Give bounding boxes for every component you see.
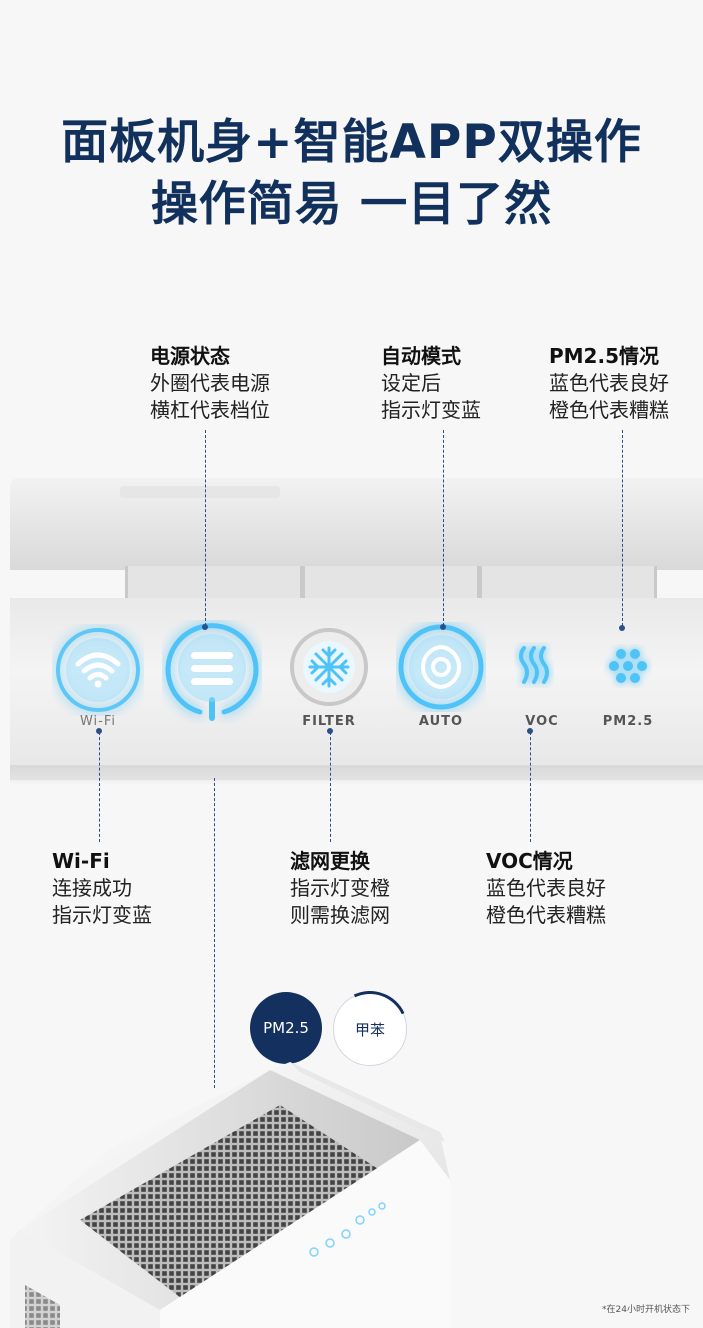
- callout-title: 自动模式: [381, 344, 461, 368]
- callout-line: 横杠代表档位: [150, 398, 270, 422]
- callout-title: PM2.5情况: [549, 344, 659, 368]
- leader-dot: [527, 728, 533, 734]
- leader-line-voc: [530, 732, 531, 842]
- headline-line-2: 操作简易 一目了然: [150, 177, 553, 232]
- panel-lip: [120, 486, 280, 498]
- leader-dot: [202, 624, 208, 630]
- leader-line-purifier: [214, 778, 215, 1088]
- callout-wifi: Wi-Fi 连接成功 指示灯变蓝: [52, 848, 152, 929]
- filter-label: FILTER: [302, 714, 356, 729]
- auto-label: AUTO: [418, 714, 464, 729]
- callout-filter-replace: 滤网更换 指示灯变橙 则需换滤网: [290, 848, 390, 929]
- footnote: *在24小时开机状态下: [602, 1305, 690, 1315]
- callout-line: 指示灯变橙: [290, 876, 390, 900]
- filter-icon[interactable]: [288, 626, 370, 708]
- callout-line: 蓝色代表良好: [486, 876, 606, 900]
- wifi-label: Wi-Fi: [79, 714, 117, 729]
- pm25-label: PM2.5: [602, 714, 654, 729]
- callout-line: 外圈代表电源: [150, 371, 270, 395]
- air-purifier-illustration: [10, 1062, 450, 1328]
- callout-line: 设定后: [381, 371, 441, 395]
- leader-line-wifi: [99, 732, 100, 842]
- callout-title: 电源状态: [150, 344, 230, 368]
- leader-line-filter: [330, 732, 331, 842]
- callout-line: 连接成功: [52, 876, 132, 900]
- leader-dot: [327, 728, 333, 734]
- leader-dot: [96, 728, 102, 734]
- panel-slot: [302, 566, 480, 600]
- leader-dot: [440, 624, 446, 630]
- wifi-icon[interactable]: [52, 624, 144, 716]
- callout-line: 指示灯变蓝: [381, 398, 481, 422]
- callout-line: 蓝色代表良好: [549, 371, 669, 395]
- callout-line: 指示灯变蓝: [52, 903, 152, 927]
- leader-line-pm25: [622, 430, 623, 626]
- callout-title: 滤网更换: [290, 849, 370, 873]
- leader-dot: [619, 625, 625, 631]
- callout-auto-mode: 自动模式 设定后 指示灯变蓝: [381, 343, 481, 424]
- callout-line: 则需换滤网: [290, 903, 390, 927]
- callout-pm25: PM2.5情况 蓝色代表良好 橙色代表糟糕: [549, 343, 669, 424]
- toggle-pm25[interactable]: PM2.5: [250, 992, 322, 1064]
- panel-shadow: [10, 765, 703, 785]
- power-fan-level-icon[interactable]: [162, 620, 262, 724]
- callout-voc: VOC情况 蓝色代表良好 橙色代表糟糕: [486, 848, 606, 929]
- headline-line-1: 面板机身+智能APP双操作: [61, 115, 642, 170]
- callout-line: 橙色代表糟糕: [486, 903, 606, 927]
- leader-line-power: [205, 430, 206, 626]
- callout-title: Wi-Fi: [52, 849, 110, 873]
- panel-slot: [479, 566, 657, 600]
- headline: 面板机身+智能APP双操作 操作简易 一目了然: [0, 112, 703, 236]
- voc-label: VOC: [525, 714, 559, 729]
- leader-line-auto: [443, 430, 444, 626]
- callout-line: 橙色代表糟糕: [549, 398, 669, 422]
- panel-slot: [125, 566, 303, 600]
- toggle-toluene[interactable]: 甲苯: [333, 992, 407, 1066]
- callout-title: VOC情况: [486, 849, 573, 873]
- voc-icon: [519, 646, 549, 684]
- auto-mode-icon[interactable]: [396, 622, 486, 712]
- callout-power-status: 电源状态 外圈代表电源 横杠代表档位: [150, 343, 270, 424]
- pm25-icon: [609, 649, 647, 683]
